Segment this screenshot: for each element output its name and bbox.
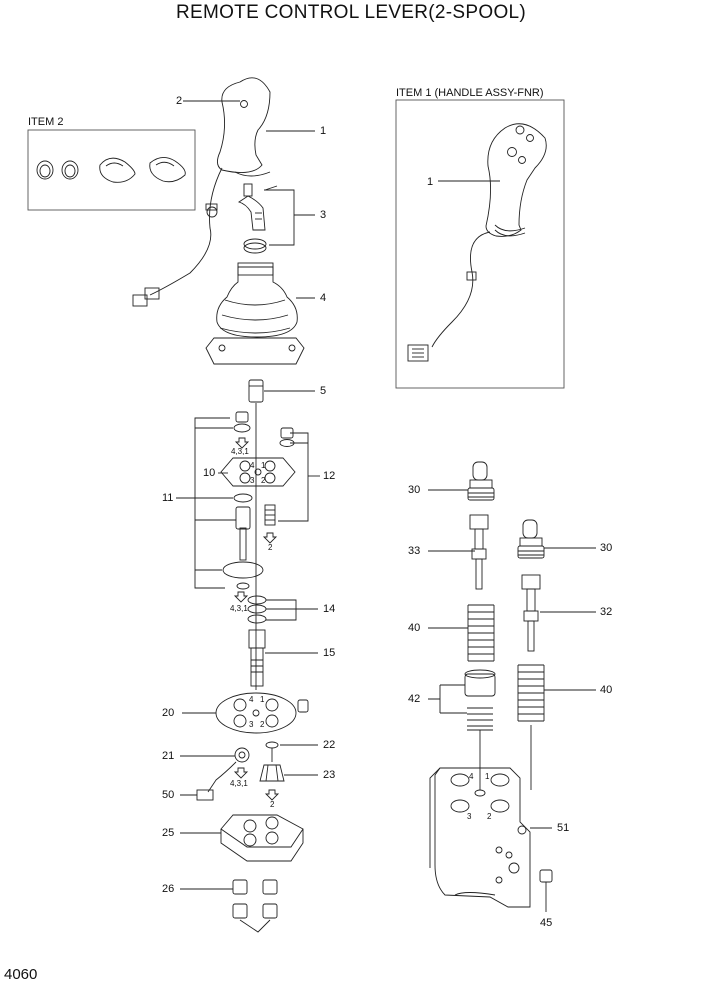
callout-4: 4: [320, 292, 327, 304]
callout-51: 51: [557, 822, 570, 834]
callout-45: 45: [540, 917, 553, 929]
port-mark: 4,3,1: [231, 447, 249, 456]
item1-label: ITEM 1 (HANDLE ASSY-FNR): [396, 87, 544, 99]
callout-40-right: 40: [600, 684, 613, 696]
port-mark: 2: [268, 543, 273, 552]
port-number: 3: [249, 720, 254, 729]
plug-5: [248, 379, 264, 403]
callout-30-right: 30: [600, 542, 613, 554]
bracket-14: [266, 599, 297, 621]
callout-21: 21: [162, 750, 175, 762]
plate-10: [220, 457, 296, 487]
port-number: 1: [261, 461, 266, 470]
seals-top: [233, 411, 295, 447]
bracket-12: [278, 432, 309, 522]
spring-40-left: [467, 604, 495, 662]
callout-26: 26: [162, 883, 175, 895]
page-number: 4060: [4, 966, 38, 983]
item1-callout-1: 1: [427, 176, 433, 188]
plug-45: [539, 869, 553, 912]
port-number: 4: [469, 772, 474, 781]
handle-cable: [132, 167, 223, 307]
callout-20: 20: [162, 707, 175, 719]
callout-33: 33: [408, 545, 421, 557]
valve-body-51: [429, 767, 531, 908]
port-number: 4: [249, 695, 254, 704]
callout-12: 12: [323, 470, 336, 482]
port-mark: 4,3,1: [230, 779, 248, 788]
port-mark: 4,3,1: [230, 604, 248, 613]
rubber-cap-large: [99, 157, 186, 183]
rubber-boot: [205, 262, 305, 365]
callout-42: 42: [408, 693, 421, 705]
plug-30-left: [467, 461, 495, 501]
callout-23: 23: [323, 769, 336, 781]
push-rod-32: [521, 574, 541, 652]
page-title: REMOTE CONTROL LEVER(2-SPOOL): [175, 2, 527, 23]
port-number: 2: [261, 476, 266, 485]
leaders-left: [176, 100, 320, 890]
port-number: 2: [260, 720, 265, 729]
plug-30-right: [517, 519, 545, 559]
callout-5: 5: [320, 385, 327, 397]
sensor-21: [196, 747, 250, 801]
rubber-cap-small: [36, 160, 79, 180]
callout-2: 2: [176, 95, 183, 107]
boot-clamp: [237, 185, 278, 254]
bushings-26: [232, 879, 278, 933]
leaders-right: [428, 489, 596, 829]
port-number: 2: [487, 812, 492, 821]
plate-20: [215, 692, 309, 734]
port-number: 4: [250, 461, 255, 470]
port-number: 3: [467, 812, 472, 821]
callout-30-left: 30: [408, 484, 421, 496]
housing-25: [220, 814, 304, 862]
spring-12: [264, 504, 276, 526]
callout-15: 15: [323, 647, 336, 659]
callout-32: 32: [600, 606, 613, 618]
nut-23: [259, 764, 285, 782]
port-number: 1: [485, 772, 490, 781]
callout-3: 3: [320, 209, 327, 221]
item2-label: ITEM 2: [28, 116, 63, 128]
callout-14: 14: [323, 603, 336, 615]
spring-40-right: [517, 664, 545, 722]
item2-box: ITEM 2: [27, 116, 196, 211]
callout-50: 50: [162, 789, 175, 801]
callout-40-left: 40: [408, 622, 421, 634]
port-number: 1: [260, 695, 265, 704]
push-rod-33: [469, 514, 489, 590]
assembly-arrows: [233, 437, 280, 801]
pin-22: [265, 741, 279, 762]
callout-1: 1: [320, 125, 327, 137]
callout-25: 25: [162, 827, 175, 839]
port-number: 3: [250, 476, 255, 485]
bracket-11: [194, 417, 236, 589]
fnr-handle: [407, 123, 547, 362]
callout-11: 11: [162, 492, 174, 504]
callout-22: 22: [323, 739, 336, 751]
spool-11: [222, 493, 264, 590]
item1-box: ITEM 1 (HANDLE ASSY-FNR) 1: [395, 87, 565, 389]
port-mark: 2: [270, 800, 275, 809]
callout-10: 10: [203, 467, 216, 479]
shaft-15: [248, 629, 266, 687]
